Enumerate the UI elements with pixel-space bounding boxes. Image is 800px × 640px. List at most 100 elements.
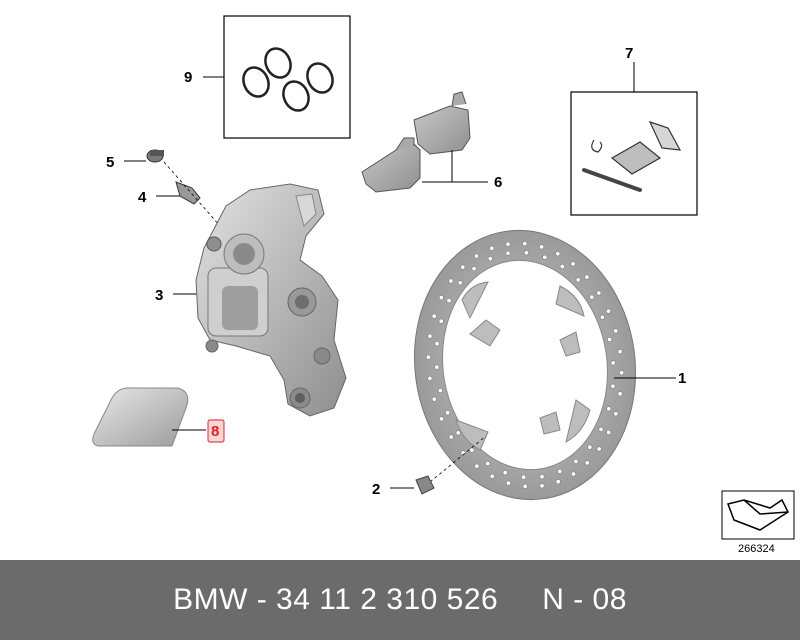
disc-hole bbox=[471, 266, 477, 272]
disc-hole bbox=[613, 411, 619, 417]
disc-hole bbox=[438, 295, 444, 301]
seal-ring bbox=[282, 80, 310, 112]
seal-ring bbox=[242, 66, 270, 98]
disc-hole bbox=[617, 349, 623, 355]
disc-hole bbox=[457, 280, 463, 286]
disc-hole bbox=[610, 360, 616, 366]
orientation-arrow-icon bbox=[727, 498, 789, 531]
disc-hole bbox=[598, 426, 604, 432]
callout-8[interactable]: 8 bbox=[211, 423, 219, 440]
disc-hole bbox=[448, 434, 454, 440]
disc-hole bbox=[438, 318, 444, 324]
part-number: BMW - 34 11 2 310 526 bbox=[173, 583, 499, 616]
disc-hole bbox=[434, 341, 440, 347]
brake-pads-group: 6 bbox=[361, 91, 502, 193]
disc-hole bbox=[505, 480, 511, 486]
disc-hole bbox=[473, 253, 479, 259]
disc-hole bbox=[555, 479, 561, 485]
callout-6[interactable]: 6 bbox=[494, 174, 502, 191]
disc-hole bbox=[431, 313, 437, 319]
disc-hole bbox=[542, 254, 548, 260]
disc-hole bbox=[584, 274, 590, 280]
disc-hole bbox=[606, 406, 612, 412]
sticker-group: 8 bbox=[92, 387, 225, 447]
disc-hole bbox=[619, 370, 625, 376]
pad-pin bbox=[582, 168, 642, 192]
disc-hole bbox=[605, 308, 611, 314]
callout-2[interactable]: 2 bbox=[372, 481, 380, 498]
disc-hole bbox=[460, 264, 466, 270]
pad-spring bbox=[610, 141, 662, 175]
disc-carrier bbox=[455, 281, 591, 451]
disc-hole bbox=[434, 364, 440, 370]
disc-hole bbox=[431, 396, 437, 402]
disc-hole bbox=[445, 410, 451, 416]
disc-hole bbox=[523, 250, 529, 256]
callout-8-highlight bbox=[207, 419, 225, 443]
disc-hole bbox=[596, 446, 602, 452]
bleeder-valve-group: 4 bbox=[138, 161, 221, 227]
disc-hole bbox=[438, 416, 444, 422]
disc-hole bbox=[617, 391, 623, 397]
disc-hole bbox=[555, 251, 561, 257]
disc-hole bbox=[487, 256, 493, 262]
brake-pad-front bbox=[361, 141, 421, 193]
disc-hole bbox=[474, 463, 480, 469]
disc-hole bbox=[539, 483, 545, 489]
disc-bolt bbox=[415, 475, 435, 495]
disc-hole bbox=[559, 263, 565, 269]
callout-3[interactable]: 3 bbox=[155, 287, 163, 304]
disc-hole bbox=[489, 473, 495, 479]
disc-hole bbox=[505, 250, 511, 256]
disc-hole bbox=[505, 241, 511, 247]
disc-hole bbox=[437, 387, 443, 393]
disc-hole bbox=[610, 383, 616, 389]
disc-hole bbox=[521, 474, 527, 480]
disc-hole bbox=[575, 277, 581, 283]
bleeder-cap-group: 5 bbox=[106, 149, 164, 171]
disc-hole bbox=[425, 354, 431, 360]
disc-hole bbox=[539, 474, 545, 480]
footer-bar: BMW - 34 11 2 310 526 N - 08 bbox=[0, 560, 800, 640]
disc-hole bbox=[446, 298, 452, 304]
disc-hole bbox=[607, 336, 613, 342]
disc-hole bbox=[557, 468, 563, 474]
disc-hole bbox=[522, 241, 528, 247]
disc-hole bbox=[570, 471, 576, 477]
disc-hole bbox=[599, 314, 605, 320]
disc-hole bbox=[587, 444, 593, 450]
bleeder-valve bbox=[175, 181, 201, 205]
reference-number: 266324 bbox=[738, 543, 775, 555]
brake-pad-rear bbox=[413, 105, 471, 155]
disc-hole bbox=[584, 460, 590, 466]
disc-hole bbox=[469, 447, 475, 453]
callout-5[interactable]: 5 bbox=[106, 154, 114, 171]
callout-4[interactable]: 4 bbox=[138, 189, 147, 206]
seal-ring bbox=[306, 62, 334, 94]
disc-hole bbox=[522, 483, 528, 489]
disc-hole bbox=[427, 333, 433, 339]
disc-hole bbox=[570, 261, 576, 267]
sticker bbox=[92, 387, 189, 447]
reference-box: 266324 bbox=[721, 490, 795, 555]
disc-hole bbox=[606, 429, 612, 435]
disc-hole bbox=[589, 294, 595, 300]
callout-1[interactable]: 1 bbox=[678, 370, 686, 387]
disc-hole bbox=[455, 430, 461, 436]
disc-hole bbox=[613, 328, 619, 334]
fitting-kit-group: 7 bbox=[570, 45, 698, 216]
callout-9[interactable]: 9 bbox=[184, 69, 192, 86]
seal-rings-group: 9 bbox=[184, 15, 351, 139]
brake-disc-group: 1 bbox=[413, 229, 686, 501]
position-code: N - 08 bbox=[542, 583, 627, 616]
disc-hole bbox=[489, 245, 495, 251]
disc-hole bbox=[485, 460, 491, 466]
pad-retainer-clip bbox=[648, 120, 682, 151]
callout-7[interactable]: 7 bbox=[625, 45, 633, 62]
disc-hole bbox=[427, 375, 433, 381]
seal-ring bbox=[264, 47, 292, 79]
disc-hole bbox=[448, 278, 454, 284]
parts-diagram: 9 7 6 5 4 3 bbox=[92, 15, 795, 555]
disc-hole bbox=[539, 244, 545, 250]
disc-hole bbox=[596, 290, 602, 296]
